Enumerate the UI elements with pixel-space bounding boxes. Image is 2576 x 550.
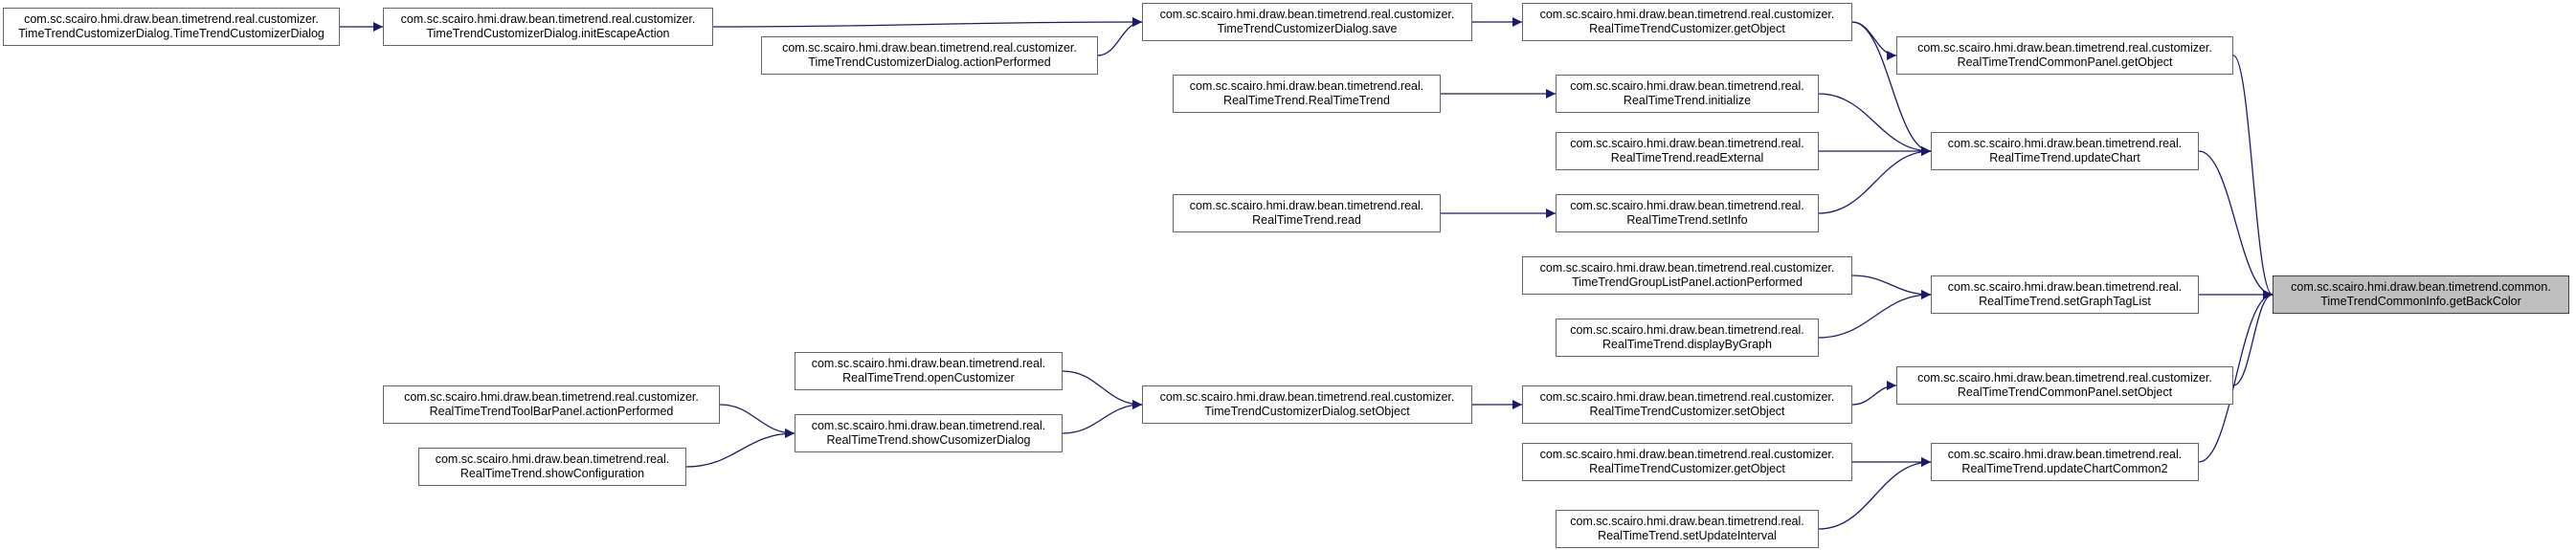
edge-rtcp_getObject-to-root [2232, 55, 2274, 299]
edge-rtt_updateChartCommon2-to-root [2198, 290, 2274, 463]
node-set-graph-tag-list[interactable]: com.sc.scairo.hmi.draw.bean.timetrend.re… [1931, 275, 2199, 314]
node-set-info[interactable]: com.sc.scairo.hmi.draw.bean.timetrend.re… [1556, 194, 1819, 232]
node-customizer-get-object-2[interactable]: com.sc.scairo.hmi.draw.bean.timetrend.re… [1522, 443, 1852, 481]
node-line-2: RealTimeTrend.setInfo [1626, 213, 1748, 227]
edge-rtt_setUpdateInterval-to-rtt_updateChartCommon2 [1818, 457, 1932, 530]
node-line-1: com.sc.scairo.hmi.draw.bean.timetrend.re… [1947, 137, 2183, 150]
node-line-1: com.sc.scairo.hmi.draw.bean.timetrend.re… [1189, 79, 1424, 93]
node-line-2: RealTimeTrend.initialize [1623, 94, 1752, 107]
node-line-2: RealTimeTrendCommonPanel.getObject [1957, 55, 2173, 69]
edge-rtt_showCusomizerDialog-to-ttcd_setObject [1062, 400, 1143, 434]
node-display-by-graph[interactable]: com.sc.scairo.hmi.draw.bean.timetrend.re… [1556, 319, 1819, 357]
edge-ttcd_initEscapeAction-to-ttcd_save [712, 17, 1143, 28]
node-line-2: RealTimeTrendCustomizer.getObject [1589, 462, 1785, 475]
node-line-2: RealTimeTrend.updateChart [1989, 151, 2140, 165]
node-line-2: RealTimeTrend.setGraphTagList [1979, 295, 2151, 308]
node-line-2: TimeTrendGroupListPanel.actionPerformed [1572, 275, 1803, 289]
node-line-1: com.sc.scairo.hmi.draw.bean.timetrend.re… [1539, 261, 1835, 275]
node-dialog-init-escape-action[interactable]: com.sc.scairo.hmi.draw.bean.timetrend.re… [383, 8, 713, 46]
node-line-2: RealTimeTrend.showConfiguration [459, 467, 645, 480]
edge-rtcp_setObject-to-root [2232, 290, 2274, 386]
edge-rtc_getObject_a-to-rtt_updateChart [1851, 21, 1932, 156]
node-read-external[interactable]: com.sc.scairo.hmi.draw.bean.timetrend.re… [1556, 132, 1819, 170]
node-common-panel-set-object[interactable]: com.sc.scairo.hmi.draw.bean.timetrend.re… [1896, 366, 2233, 405]
node-line-1: com.sc.scairo.hmi.draw.bean.timetrend.re… [1947, 280, 2183, 294]
node-line-2: RealTimeTrend.readExternal [1610, 151, 1764, 165]
node-common-panel-get-object[interactable]: com.sc.scairo.hmi.draw.bean.timetrend.re… [1896, 36, 2233, 75]
node-line-1: com.sc.scairo.hmi.draw.bean.timetrend.re… [404, 390, 699, 404]
edge-rtt_displayByGraph-to-rtt_setGraphTagList [1818, 290, 1932, 339]
node-line-2: RealTimeTrendToolBarPanel.actionPerforme… [429, 405, 674, 418]
edge-rtt_showConfiguration-to-rtt_showCusomizerDialog [685, 429, 795, 468]
node-line-2: RealTimeTrend.openCustomizer [842, 371, 1015, 385]
node-group-list-panel-action-performed[interactable]: com.sc.scairo.hmi.draw.bean.timetrend.re… [1522, 256, 1852, 295]
node-toolbar-panel-action-performed[interactable]: com.sc.scairo.hmi.draw.bean.timetrend.re… [383, 385, 720, 424]
node-line-2: RealTimeTrendCommonPanel.setObject [1957, 385, 2173, 399]
node-line-1: com.sc.scairo.hmi.draw.bean.timetrend.re… [811, 357, 1046, 370]
node-customizer-set-object[interactable]: com.sc.scairo.hmi.draw.bean.timetrend.re… [1522, 385, 1852, 424]
node-line-2: TimeTrendCommonInfo.getBackColor [2320, 295, 2521, 308]
node-line-1: com.sc.scairo.hmi.draw.bean.timetrend.co… [2291, 280, 2551, 294]
edge-rtc_getObject_a-to-rtcp_getObject [1851, 21, 1897, 60]
node-line-1: com.sc.scairo.hmi.draw.bean.timetrend.re… [1539, 448, 1835, 461]
node-line-1: com.sc.scairo.hmi.draw.bean.timetrend.re… [1917, 41, 2212, 55]
node-dialog-save[interactable]: com.sc.scairo.hmi.draw.bean.timetrend.re… [1142, 3, 1472, 41]
node-line-2: RealTimeTrendCustomizer.getObject [1589, 22, 1785, 35]
node-dialog-action-performed[interactable]: com.sc.scairo.hmi.draw.bean.timetrend.re… [761, 36, 1098, 75]
node-line-1: com.sc.scairo.hmi.draw.bean.timetrend.re… [1539, 390, 1835, 404]
node-line-1: com.sc.scairo.hmi.draw.bean.timetrend.re… [1159, 8, 1455, 21]
node-open-customizer[interactable]: com.sc.scairo.hmi.draw.bean.timetrend.re… [795, 352, 1063, 390]
node-line-1: com.sc.scairo.hmi.draw.bean.timetrend.re… [24, 12, 319, 26]
node-show-configuration[interactable]: com.sc.scairo.hmi.draw.bean.timetrend.re… [418, 448, 686, 486]
node-line-2: RealTimeTrend.read [1252, 213, 1361, 227]
edge-ttcd_actionPerformed-to-ttcd_save [1097, 17, 1143, 56]
node-line-1: com.sc.scairo.hmi.draw.bean.timetrend.re… [1570, 79, 1804, 93]
node-line-2: RealTimeTrend.updateChartCommon2 [1961, 462, 2168, 475]
edge-rtt_updateChart-to-root [2198, 150, 2274, 299]
node-show-cusomizer-dialog[interactable]: com.sc.scairo.hmi.draw.bean.timetrend.re… [795, 414, 1063, 452]
node-line-1: com.sc.scairo.hmi.draw.bean.timetrend.re… [1570, 199, 1804, 212]
node-line-2: TimeTrendCustomizerDialog.TimeTrendCusto… [18, 27, 325, 40]
node-line-2: RealTimeTrend.showCusomizerDialog [826, 433, 1031, 447]
node-line-2: RealTimeTrend.setUpdateInterval [1598, 529, 1777, 542]
edge-rtt_openCustomizer-to-ttcd_setObject [1062, 370, 1143, 409]
node-line-2: TimeTrendCustomizerDialog.save [1217, 22, 1398, 35]
node-line-1: com.sc.scairo.hmi.draw.bean.timetrend.re… [1159, 390, 1455, 404]
node-line-1: com.sc.scairo.hmi.draw.bean.timetrend.re… [1570, 137, 1804, 150]
edge-rtc_setObject-to-rtcp_setObject [1851, 381, 1897, 406]
node-real-time-trend-constructor[interactable]: com.sc.scairo.hmi.draw.bean.timetrend.re… [1173, 75, 1441, 113]
edge-rtt_setInfo-to-rtt_updateChart [1818, 146, 1932, 214]
node-set-update-interval[interactable]: com.sc.scairo.hmi.draw.bean.timetrend.re… [1556, 510, 1819, 548]
node-line-1: com.sc.scairo.hmi.draw.bean.timetrend.re… [1947, 448, 2183, 461]
edge-ttglp_actionPerformed-to-rtt_setGraphTagList [1851, 275, 1932, 299]
node-line-1: com.sc.scairo.hmi.draw.bean.timetrend.re… [400, 12, 696, 26]
node-dialog-constructor[interactable]: com.sc.scairo.hmi.draw.bean.timetrend.re… [3, 8, 340, 46]
node-line-1: com.sc.scairo.hmi.draw.bean.timetrend.re… [1570, 515, 1804, 528]
node-line-2: TimeTrendCustomizerDialog.setObject [1204, 405, 1410, 418]
node-line-1: com.sc.scairo.hmi.draw.bean.timetrend.re… [782, 41, 1077, 55]
node-root-get-back-color: com.sc.scairo.hmi.draw.bean.timetrend.co… [2273, 275, 2569, 314]
node-line-2: RealTimeTrend.displayByGraph [1602, 338, 1772, 351]
edge-rtttbp_actionPerformed-to-rtt_showCusomizerDialog [719, 404, 795, 438]
node-update-chart[interactable]: com.sc.scairo.hmi.draw.bean.timetrend.re… [1931, 132, 2199, 170]
node-update-chart-common2[interactable]: com.sc.scairo.hmi.draw.bean.timetrend.re… [1931, 443, 2199, 481]
node-line-2: RealTimeTrendCustomizer.setObject [1589, 405, 1785, 418]
node-read[interactable]: com.sc.scairo.hmi.draw.bean.timetrend.re… [1173, 194, 1441, 232]
edge-rtt_initialize-to-rtt_updateChart [1818, 93, 1932, 156]
node-customizer-get-object[interactable]: com.sc.scairo.hmi.draw.bean.timetrend.re… [1522, 3, 1852, 41]
node-line-2: TimeTrendCustomizerDialog.actionPerforme… [808, 55, 1051, 69]
node-line-1: com.sc.scairo.hmi.draw.bean.timetrend.re… [1570, 323, 1804, 337]
node-line-2: RealTimeTrend.RealTimeTrend [1223, 94, 1390, 107]
node-initialize[interactable]: com.sc.scairo.hmi.draw.bean.timetrend.re… [1556, 75, 1819, 113]
node-line-1: com.sc.scairo.hmi.draw.bean.timetrend.re… [435, 452, 670, 466]
node-line-1: com.sc.scairo.hmi.draw.bean.timetrend.re… [1539, 8, 1835, 21]
node-line-2: TimeTrendCustomizerDialog.initEscapeActi… [426, 27, 670, 40]
node-line-1: com.sc.scairo.hmi.draw.bean.timetrend.re… [1189, 199, 1424, 212]
node-dialog-set-object[interactable]: com.sc.scairo.hmi.draw.bean.timetrend.re… [1142, 385, 1472, 424]
node-line-1: com.sc.scairo.hmi.draw.bean.timetrend.re… [1917, 371, 2212, 385]
node-line-1: com.sc.scairo.hmi.draw.bean.timetrend.re… [811, 419, 1046, 432]
